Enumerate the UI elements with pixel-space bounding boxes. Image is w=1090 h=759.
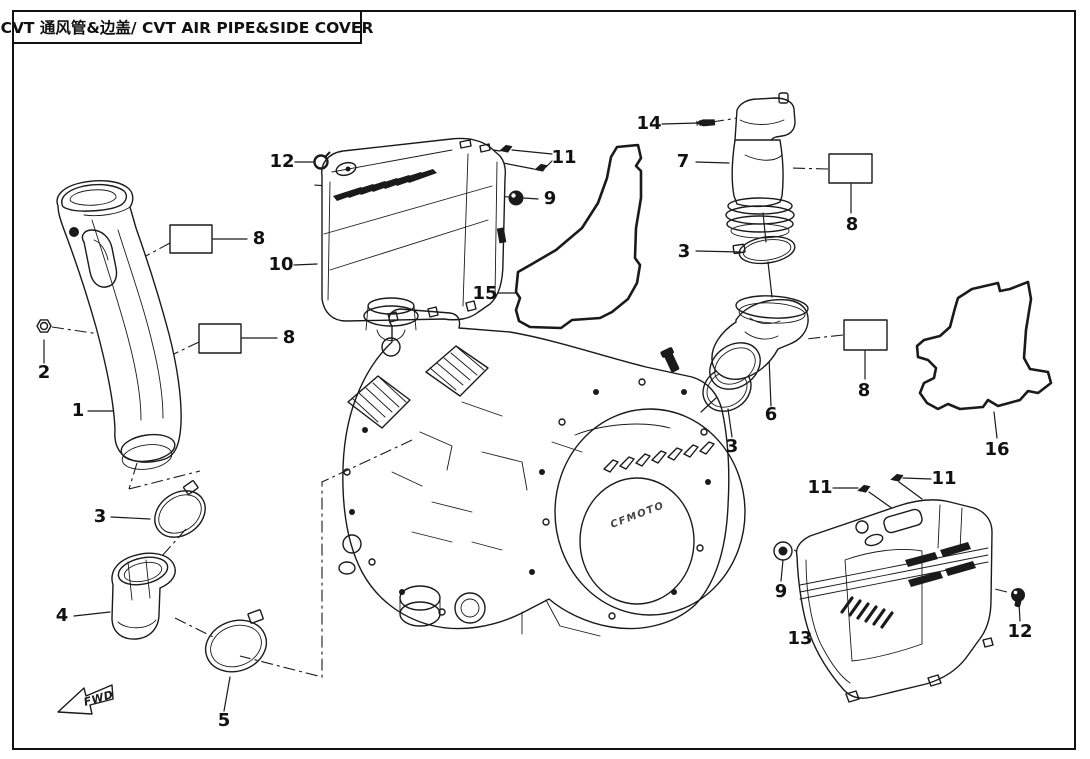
callout-label-11b: 11: [807, 477, 833, 498]
engine-brand-text: CFMOTO: [609, 500, 666, 531]
callout-label-9a: 9: [543, 188, 557, 209]
callout-label-5: 5: [217, 710, 231, 731]
title-box: CVT 通风管&边盖/ CVT AIR PIPE&SIDE COVER: [1, 10, 373, 44]
part-9-bolt-a: [508, 190, 524, 206]
part-11-screw-top-a: [499, 144, 513, 153]
part-16-foam-gasket: [915, 280, 1053, 411]
part-12-grommet-b: [1011, 588, 1025, 608]
callout-label-8d: 8: [857, 380, 871, 401]
callout-label-11c: 11: [931, 468, 957, 489]
part-11-screw-side-a: [857, 484, 871, 493]
page-border: [12, 10, 1076, 750]
callout-label-16: 16: [984, 439, 1010, 460]
engine-assembly: CFMOTO: [338, 297, 746, 637]
callout-label-12a: 12: [269, 151, 295, 172]
leader-lines: [43, 122, 1021, 712]
callout-label-14: 14: [636, 113, 662, 134]
part-9-bolt-b: [773, 541, 793, 561]
part-10-cvt-air-cover: [321, 137, 507, 323]
callout-label-7: 7: [676, 151, 690, 172]
part-3-clamp-a: [154, 480, 206, 538]
label-box-8c: [828, 153, 873, 184]
part-1-air-inlet-pipe: [56, 180, 182, 470]
label-box-8a: [169, 224, 213, 254]
callout-label-3c: 3: [725, 436, 739, 457]
callout-label-12b: 12: [1007, 621, 1033, 642]
part-6-elbow-pipe: [709, 295, 809, 390]
part-13-side-cover: [795, 499, 994, 703]
part-11-screw-side-b: [890, 473, 904, 482]
fwd-arrow-label: FWD: [82, 688, 115, 709]
callout-label-1: 1: [71, 400, 85, 421]
callout-label-6: 6: [764, 404, 778, 425]
callout-label-13: 13: [787, 628, 813, 649]
callout-label-2: 2: [37, 362, 51, 383]
part-14-screw: [694, 119, 716, 127]
callout-label-3a: 3: [93, 506, 107, 527]
part-5-clamp: [204, 609, 268, 673]
fwd-arrow: FWD: [57, 684, 115, 715]
callout-label-4: 4: [55, 605, 69, 626]
callout-label-8c: 8: [845, 214, 859, 235]
callout-label-9b: 9: [774, 581, 788, 602]
part-2-nut: [36, 319, 52, 333]
callout-label-11a: 11: [551, 147, 577, 168]
callout-label-8a: 8: [252, 228, 266, 249]
part-7-intake-snorkel: [725, 92, 796, 239]
callout-label-8b: 8: [282, 327, 296, 348]
part-3-clamp-b: [732, 235, 796, 265]
callout-label-15: 15: [472, 283, 498, 304]
page-title: CVT 通风管&边盖/ CVT AIR PIPE&SIDE COVER: [0, 19, 374, 37]
callout-label-3b: 3: [677, 241, 691, 262]
part-12-grommet-a: [313, 151, 331, 170]
part-15-foam-gasket: [514, 143, 643, 330]
part-11-screw-top-b: [534, 163, 548, 172]
part-4-air-duct-boot: [111, 552, 176, 640]
label-box-8d: [843, 319, 888, 351]
callout-label-10: 10: [268, 254, 294, 275]
label-box-8b: [198, 323, 242, 354]
